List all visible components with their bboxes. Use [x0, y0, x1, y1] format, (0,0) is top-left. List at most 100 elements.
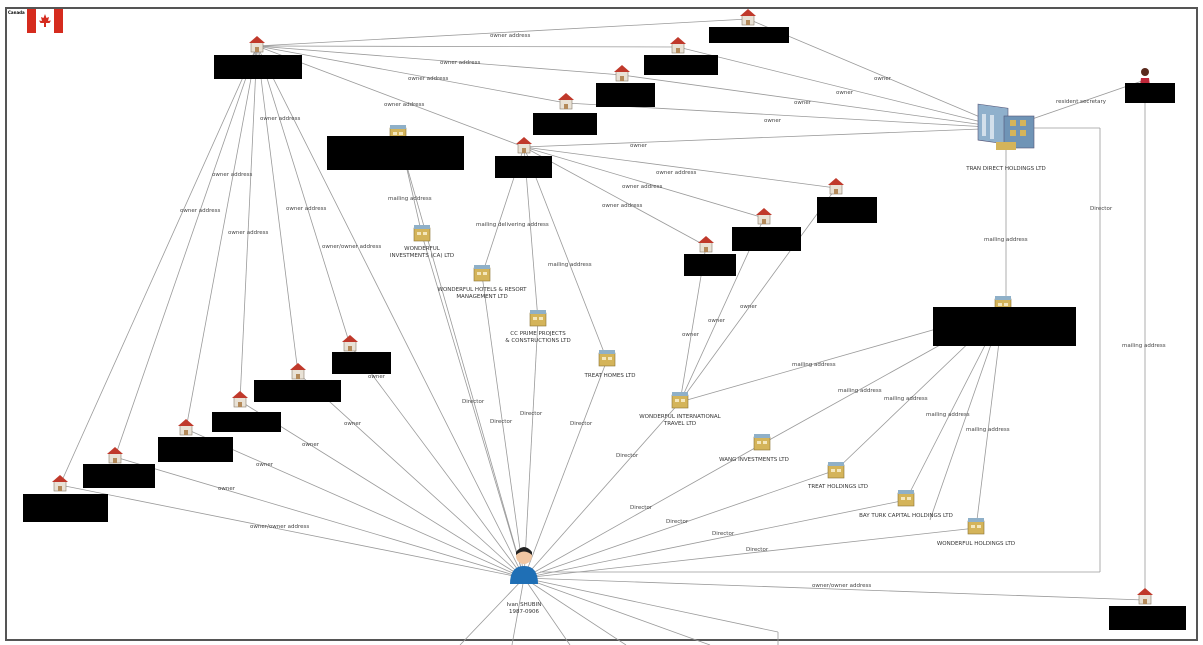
house-icon [289, 362, 307, 380]
svg-text:Director: Director [616, 453, 639, 459]
svg-text:MANAGEMENT LTD: MANAGEMENT LTD [456, 294, 507, 300]
svg-text:owner address: owner address [490, 33, 530, 39]
svg-text:owner address: owner address [656, 170, 696, 176]
svg-text:mailing address: mailing address [548, 262, 592, 268]
svg-text:TREAT HOMES LTD: TREAT HOMES LTD [584, 373, 636, 379]
svg-text:mailing address: mailing address [388, 196, 432, 202]
svg-text:BAY TURK CAPITAL HOLDINGS LTD: BAY TURK CAPITAL HOLDINGS LTD [859, 513, 953, 519]
svg-text:WANG INVESTMENTS LTD: WANG INVESTMENTS LTD [719, 457, 789, 463]
office-building-icon [977, 103, 1035, 150]
svg-text:owner: owner [708, 318, 726, 324]
svg-text:mailing address: mailing address [966, 427, 1010, 433]
house-icon [106, 446, 124, 464]
central-person-icon [510, 547, 538, 584]
svg-text:Director: Director [630, 505, 653, 511]
house-icon [755, 207, 773, 225]
svg-text:owner: owner [794, 100, 812, 106]
svg-text:Director: Director [666, 519, 689, 525]
company-icon [967, 517, 985, 535]
hub-company-label: TRAN DIRECT HOLDINGS LTD [965, 166, 1046, 172]
house-icon [51, 474, 69, 492]
edge-labels: owner address owner address owner addres… [180, 33, 1166, 589]
svg-text:INVESTMENTS (CA) LTD: INVESTMENTS (CA) LTD [390, 253, 454, 259]
house-icon [341, 334, 359, 352]
svg-text:owner address: owner address [602, 203, 642, 209]
company-icon [897, 489, 915, 507]
svg-text:resident secretary: resident secretary [1056, 99, 1107, 105]
redacted-box [158, 437, 233, 462]
svg-text:WONDERFUL HOTELS & RESORT: WONDERFUL HOTELS & RESORT [438, 287, 528, 293]
svg-text:Director: Director [462, 399, 485, 405]
redacted-box [83, 464, 155, 488]
svg-text:owner/owner address: owner/owner address [250, 524, 309, 530]
svg-text:TRAVEL LTD: TRAVEL LTD [663, 421, 696, 427]
redacted-box [23, 494, 108, 522]
svg-text:& CONSTRUCTIONS LTD: & CONSTRUCTIONS LTD [505, 338, 570, 344]
redacted-box [495, 156, 552, 178]
redacted-box [732, 227, 801, 251]
svg-text:Director: Director [520, 411, 543, 417]
redacted-box [644, 55, 718, 75]
svg-text:owner address: owner address [180, 208, 220, 214]
svg-text:owner address: owner address [440, 60, 480, 66]
svg-text:Director: Director [1090, 206, 1113, 212]
svg-text:mailing address: mailing address [926, 412, 970, 418]
company-icon [413, 224, 431, 242]
svg-text:owner: owner [256, 462, 274, 468]
svg-text:owner: owner [874, 76, 892, 82]
redacted-box [1125, 83, 1175, 103]
central-person-dob: 1987-0906 [509, 609, 539, 615]
redacted-box [214, 55, 302, 79]
company-icon [598, 349, 616, 367]
company-icon [529, 309, 547, 327]
svg-text:CC PRIME PROJECTS: CC PRIME PROJECTS [510, 331, 566, 337]
house-icon [739, 8, 757, 26]
house-icon [613, 64, 631, 82]
canada-flag-icon [27, 9, 63, 33]
svg-text:mailing address: mailing address [838, 388, 882, 394]
house-icon [248, 35, 266, 53]
redacted-box [332, 352, 391, 374]
redacted-box [596, 83, 655, 107]
redacted-box [684, 254, 736, 276]
svg-text:Director: Director [712, 531, 735, 537]
edges [59, 18, 1146, 645]
svg-text:owner address: owner address [286, 206, 326, 212]
redacted-box [1109, 606, 1186, 630]
svg-text:mailing address: mailing address [884, 396, 928, 402]
redacted-box [327, 136, 464, 170]
svg-text:Director: Director [490, 419, 513, 425]
house-icon [231, 390, 249, 408]
svg-text:Director: Director [570, 421, 593, 427]
svg-text:owner address: owner address [212, 172, 252, 178]
redacted-box [817, 197, 877, 223]
house-icon [515, 136, 533, 154]
svg-text:owner address: owner address [260, 116, 300, 122]
house-icon [669, 36, 687, 54]
svg-text:mailing delivering address: mailing delivering address [476, 222, 549, 228]
svg-text:owner: owner [302, 442, 320, 448]
house-icon [827, 177, 845, 195]
svg-text:owner: owner [682, 332, 700, 338]
company-icon [671, 391, 689, 409]
svg-text:owner address: owner address [228, 230, 268, 236]
svg-text:owner: owner [836, 90, 854, 96]
svg-text:TREAT HOLDINGS LTD: TREAT HOLDINGS LTD [807, 484, 868, 490]
corner-label: Canada [8, 10, 25, 15]
svg-text:owner: owner [630, 143, 648, 149]
company-icon [827, 461, 845, 479]
redacted-box [709, 27, 789, 43]
svg-text:owner/owner address: owner/owner address [322, 244, 381, 250]
house-icon [177, 418, 195, 436]
redacted-box [533, 113, 597, 135]
company-icon [473, 264, 491, 282]
svg-text:owner/owner address: owner/owner address [812, 583, 871, 589]
svg-text:mailing address: mailing address [1122, 343, 1166, 349]
svg-text:mailing address: mailing address [984, 237, 1028, 243]
redacted-box [212, 412, 281, 432]
company-labels: WONDERFUL INVESTMENTS (CA) LTD WONDERFUL… [390, 246, 1015, 547]
house-icon [1136, 587, 1154, 605]
house-icon [697, 235, 715, 253]
svg-text:mailing address: mailing address [792, 362, 836, 368]
